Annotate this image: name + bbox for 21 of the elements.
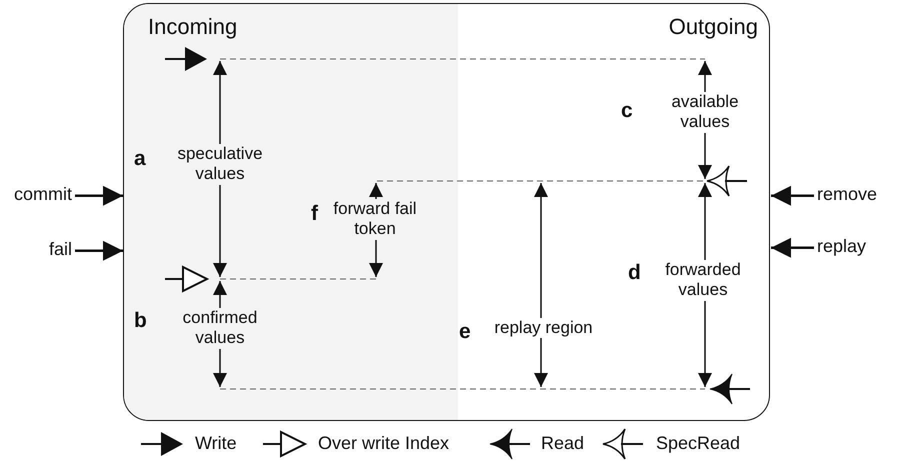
legend-label: Read <box>541 433 584 455</box>
arrow <box>771 186 814 206</box>
region-letter: e <box>459 319 471 344</box>
legend-label: SpecRead <box>656 433 740 455</box>
legend-label: Write <box>195 433 237 455</box>
section-heading: Incoming <box>148 14 238 40</box>
region-letter: d <box>628 260 641 286</box>
region-letter: a <box>134 146 146 172</box>
region-letter: f <box>311 201 318 226</box>
output-signal-label: remove <box>817 184 895 206</box>
arrow <box>75 186 123 206</box>
region-letter: c <box>621 98 633 124</box>
input-signal-label: commit <box>4 184 72 206</box>
buffer-box <box>123 3 770 421</box>
input-signal-label: fail <box>4 239 72 261</box>
arrow <box>75 240 123 261</box>
section-heading: Outgoing <box>668 14 758 40</box>
arrow <box>771 238 814 258</box>
output-signal-label: replay <box>817 236 895 258</box>
region-letter: b <box>134 308 147 334</box>
legend-label: Over write Index <box>318 433 450 455</box>
